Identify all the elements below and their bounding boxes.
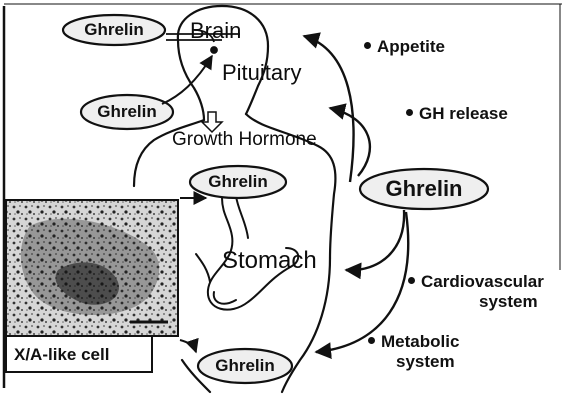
effect-appetite-text: Appetite — [377, 37, 445, 56]
stomach-label: Stomach — [222, 249, 317, 273]
esophagus — [236, 196, 248, 238]
growth-hormone-label: Growth Hormone — [172, 130, 317, 149]
ghrelin-label-central: Ghrelin — [364, 178, 484, 200]
stomach-fold — [214, 292, 236, 304]
arrow-pituitary-ghrelin — [162, 56, 212, 104]
ghrelin-label-stomach: Ghrelin — [192, 173, 284, 190]
effect-metabolic: Metabolic — [368, 333, 459, 350]
arrow-gh-release — [330, 108, 370, 176]
bullet-icon — [364, 42, 371, 49]
effect-cardiovascular-text: Cardiovascular — [421, 272, 544, 291]
bullet-icon — [368, 337, 375, 344]
effect-cardiovascular: Cardiovascular — [408, 273, 544, 290]
effect-metabolic-line2: system — [396, 353, 455, 370]
effect-metabolic-text: Metabolic — [381, 332, 459, 351]
brain-label: Brain — [190, 20, 241, 42]
effect-appetite: Appetite — [364, 38, 445, 55]
stomach-curve — [196, 254, 210, 282]
face-outline — [178, 40, 204, 120]
pituitary-label: Pituitary — [222, 62, 301, 84]
effect-gh-release: GH release — [406, 105, 508, 122]
arrow-cell-blood — [180, 340, 196, 352]
ghrelin-label-pituitary: Ghrelin — [81, 103, 173, 120]
bullet-icon — [408, 277, 415, 284]
effect-gh-release-text: GH release — [419, 104, 508, 123]
micrograph-caption: X/A-like cell — [14, 346, 109, 363]
bullet-icon — [406, 109, 413, 116]
ghrelin-label-blood: Ghrelin — [199, 357, 291, 374]
ghrelin-label-brain: Ghrelin — [68, 21, 160, 38]
effect-cardiovascular-line2: system — [479, 293, 538, 310]
arrow-appetite — [304, 36, 354, 182]
arrow-cardiovascular — [346, 210, 404, 270]
pituitary-dot — [211, 47, 217, 53]
